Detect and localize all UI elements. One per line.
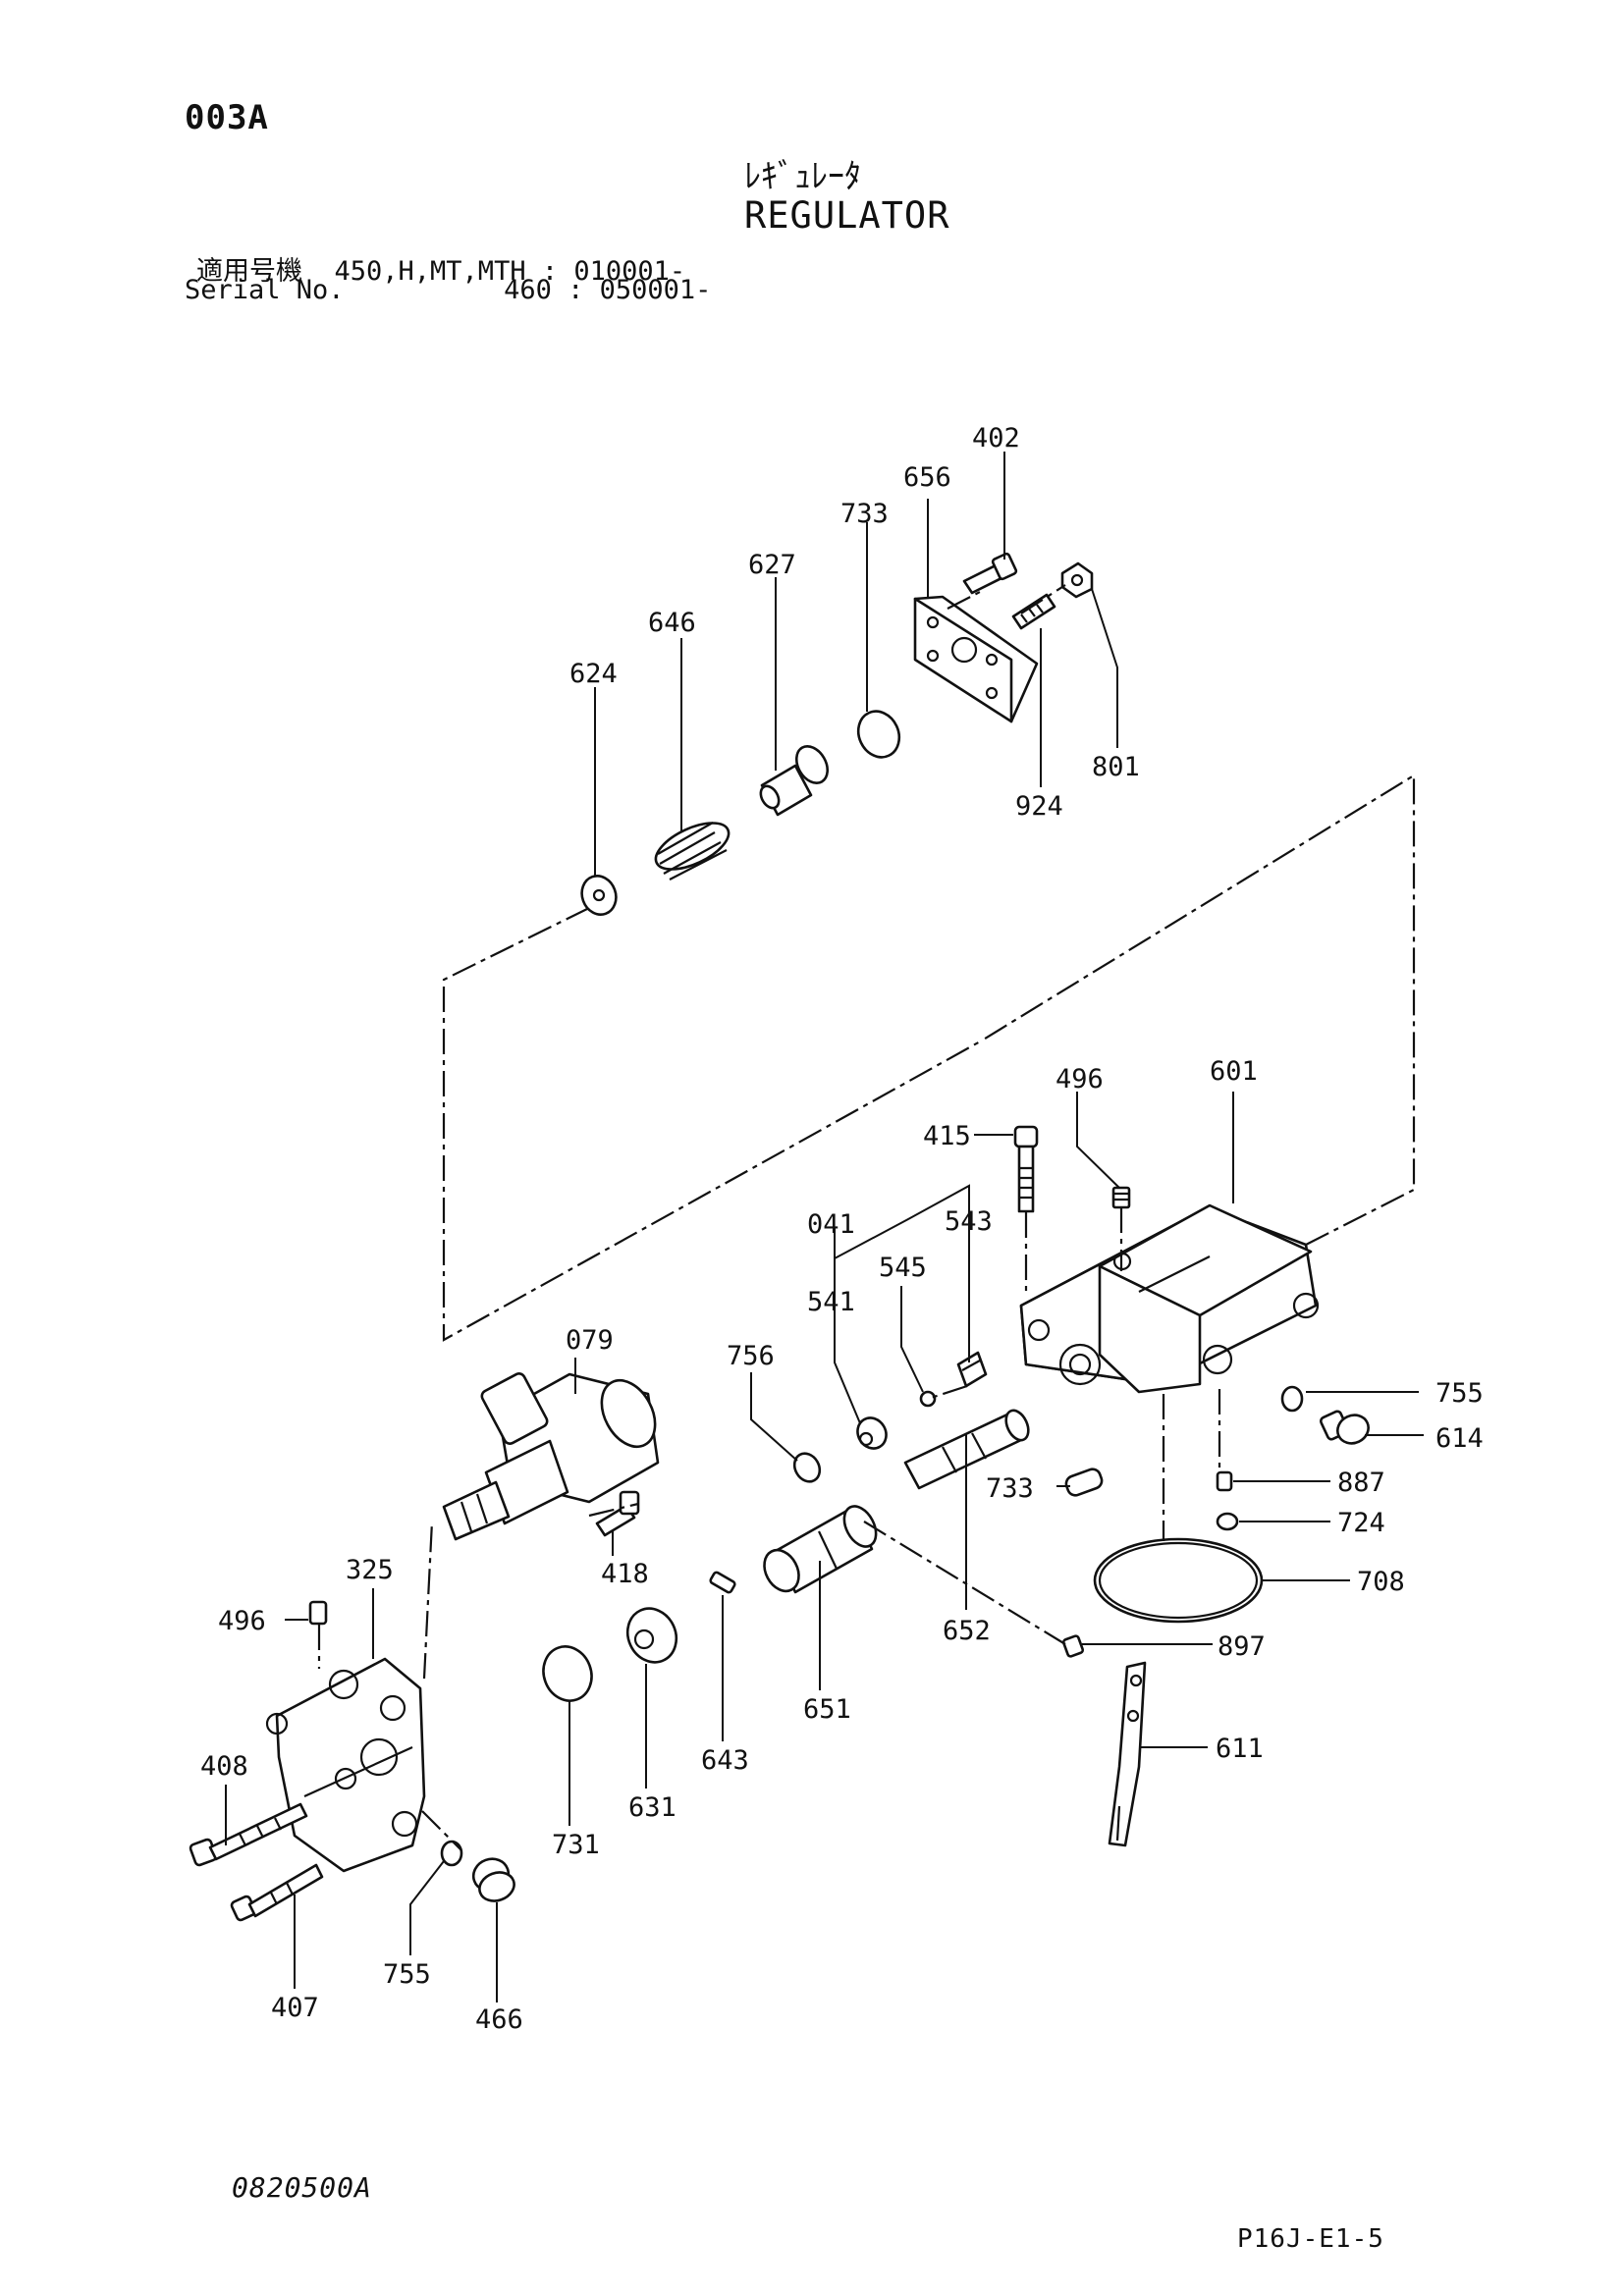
spool-652: [903, 1409, 1030, 1490]
drawing-code: 0820500A: [232, 2171, 372, 2204]
housing-601: [1019, 1203, 1320, 1394]
serial-applicability-line-2: Serial No. 460 : 050001-: [185, 275, 712, 305]
callout-466: 466: [475, 2004, 523, 2035]
plug-496-top: [1111, 1186, 1131, 1209]
o-ring-724: [1216, 1512, 1239, 1531]
nut-801: [1060, 561, 1094, 599]
plug-466: [471, 1857, 515, 1902]
callout-755: 755: [383, 1959, 431, 1990]
page-reference: P16J-E1-5: [1237, 2224, 1384, 2254]
callout-labels: 402 656 733 627 646 624 801 924 496 601 …: [200, 423, 1484, 2035]
callout-887: 887: [1337, 1468, 1385, 1498]
o-ring-755-block: [440, 1840, 463, 1867]
pin-897: [1061, 1634, 1085, 1658]
callout-541: 541: [807, 1287, 855, 1317]
o-ring-733-top: [856, 710, 901, 759]
callout-724: 724: [1337, 1508, 1385, 1538]
sleeve-651: [763, 1505, 878, 1594]
callout-627: 627: [748, 550, 796, 580]
callout-418: 418: [601, 1559, 649, 1589]
callout-924: 924: [1015, 791, 1063, 822]
seat-541: [856, 1416, 888, 1450]
callout-496: 496: [1056, 1064, 1104, 1095]
plug-496-block: [308, 1600, 328, 1626]
callout-897: 897: [1218, 1631, 1266, 1662]
callout-545: 545: [879, 1253, 927, 1283]
bolt-407: [230, 1863, 324, 1922]
o-ring-733-housing: [1064, 1468, 1104, 1497]
assembly-frame-lines: [442, 774, 1416, 1342]
plug-614: [1319, 1410, 1370, 1445]
piston-627: [759, 745, 830, 817]
callout-731: 731: [552, 1830, 600, 1860]
serial-applicability-line-1: 適用号機 450,H,MT,MTH : 010001-: [196, 256, 686, 287]
callout-656: 656: [903, 462, 951, 493]
callout-801: 801: [1092, 752, 1140, 782]
callout-614: 614: [1435, 1423, 1484, 1454]
solenoid-valve-079: [442, 1372, 660, 1541]
callout-651: 651: [803, 1694, 851, 1725]
callout-733: 733: [986, 1473, 1034, 1504]
callout-402: 402: [972, 423, 1020, 454]
callout-631: 631: [628, 1792, 677, 1823]
bolt-408: [189, 1802, 308, 1867]
callout-415: 415: [923, 1121, 971, 1151]
plug-631: [625, 1607, 678, 1664]
seat-543: [956, 1351, 988, 1388]
o-ring-756: [792, 1452, 822, 1483]
callout-543: 543: [945, 1206, 993, 1237]
callout-496: 496: [218, 1606, 266, 1636]
o-ring-731: [542, 1645, 593, 1702]
ball-545: [919, 1390, 937, 1408]
valve-block-325: [265, 1657, 426, 1873]
callout-624: 624: [569, 659, 618, 689]
pin-643: [709, 1571, 736, 1594]
o-ring-755-right: [1280, 1385, 1304, 1413]
stud-924: [1011, 593, 1056, 630]
callout-646: 646: [648, 608, 696, 638]
page-code: 003A: [185, 98, 269, 137]
pin-887: [1216, 1470, 1233, 1492]
callout-652: 652: [943, 1616, 991, 1646]
callout-733: 733: [840, 499, 889, 529]
o-ring-708: [1093, 1537, 1264, 1624]
title-japanese: ﾚｷﾞｭﾚｰﾀ: [744, 157, 861, 196]
assembly-axis-lines: [317, 584, 1221, 1851]
callout-041: 041: [807, 1209, 855, 1240]
callout-601: 601: [1210, 1056, 1258, 1087]
cover-plate-656: [913, 595, 1039, 723]
callout-643: 643: [701, 1745, 749, 1776]
callout-611: 611: [1216, 1734, 1264, 1764]
callout-755: 755: [1435, 1378, 1484, 1409]
bolt-402: [962, 552, 1018, 595]
callout-325: 325: [346, 1555, 394, 1585]
lever-611: [1108, 1661, 1147, 1847]
spring-646: [654, 822, 731, 881]
callout-407: 407: [271, 1993, 319, 2023]
leader-lines: [225, 452, 1424, 2002]
callout-079: 079: [566, 1325, 614, 1356]
bolt-418: [595, 1490, 640, 1537]
callout-708: 708: [1357, 1567, 1405, 1597]
page-title: REGULATOR: [744, 194, 950, 237]
washer-624: [580, 875, 618, 916]
bolt-415: [1013, 1125, 1039, 1213]
callout-408: 408: [200, 1751, 248, 1782]
callout-756: 756: [727, 1341, 775, 1371]
